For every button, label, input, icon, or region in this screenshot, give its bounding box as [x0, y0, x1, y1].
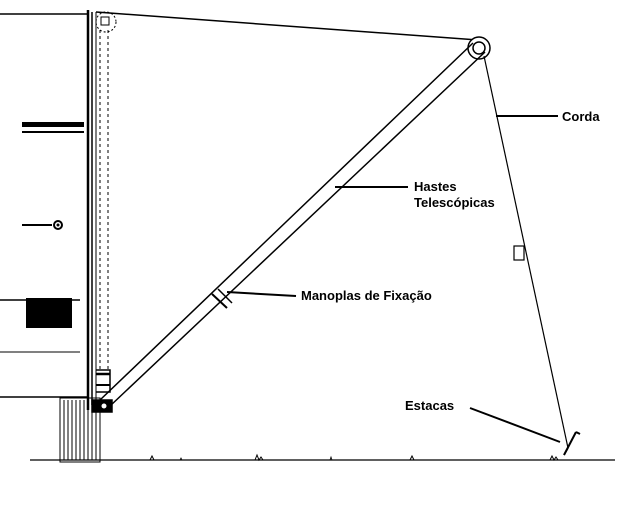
awning-canvas-edge: [95, 11, 479, 41]
ground: [30, 453, 615, 462]
leader-manoplas: [226, 291, 297, 297]
label-hastes-line1: Hastes: [414, 179, 457, 194]
rope: [483, 55, 569, 449]
telescopic-arm: [99, 42, 486, 407]
arm-foot-bracket: [91, 399, 113, 413]
stake: [563, 431, 581, 456]
vehicle-wheel: [59, 397, 101, 463]
vehicle-body: [0, 10, 90, 410]
label-hastes-line2: Telescópicas: [414, 195, 495, 210]
awning-rail: [91, 11, 117, 405]
label-estacas: Estacas: [405, 398, 454, 413]
leader-estacas: [469, 407, 561, 443]
awning-roller: [467, 36, 491, 60]
door-handle: [22, 220, 63, 230]
vehicle-window: [26, 298, 72, 328]
label-manoplas: Manoplas de Fixação: [301, 288, 432, 303]
label-corda: Corda: [562, 109, 600, 124]
vehicle-rail: [22, 122, 84, 133]
leader-lines: [226, 115, 561, 443]
